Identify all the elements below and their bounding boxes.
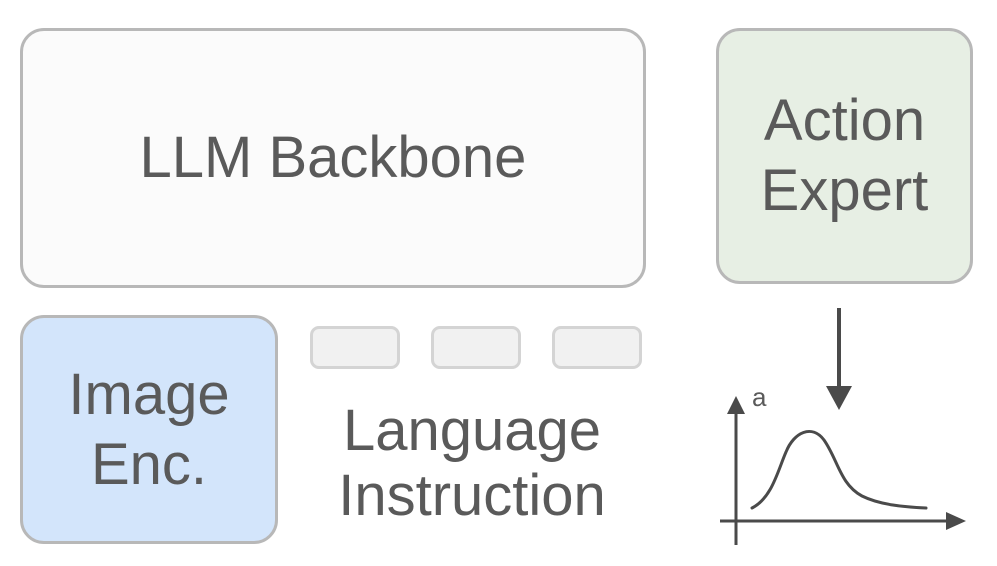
image-encoder-box: Image Enc. xyxy=(20,315,278,544)
action-distribution-plot xyxy=(720,308,966,545)
language-token-2 xyxy=(431,326,521,369)
action-output-arrow-head xyxy=(826,386,852,410)
distribution-curve xyxy=(750,430,928,510)
plot-y-axis-arrowhead xyxy=(727,396,745,414)
plot-y-axis-label: a xyxy=(752,382,767,412)
llm-backbone-label: LLM Backbone xyxy=(139,125,527,190)
image-encoder-label: Image Enc. xyxy=(68,361,230,497)
plot-x-axis-arrowhead xyxy=(946,512,966,530)
language-token-1 xyxy=(310,326,400,369)
language-token-3 xyxy=(552,326,642,369)
action-expert-label: Action Expert xyxy=(760,88,929,223)
llm-backbone-box: LLM Backbone xyxy=(20,28,646,288)
language-instruction-label: Language Instruction xyxy=(338,398,606,528)
action-expert-box: Action Expert xyxy=(716,28,973,284)
